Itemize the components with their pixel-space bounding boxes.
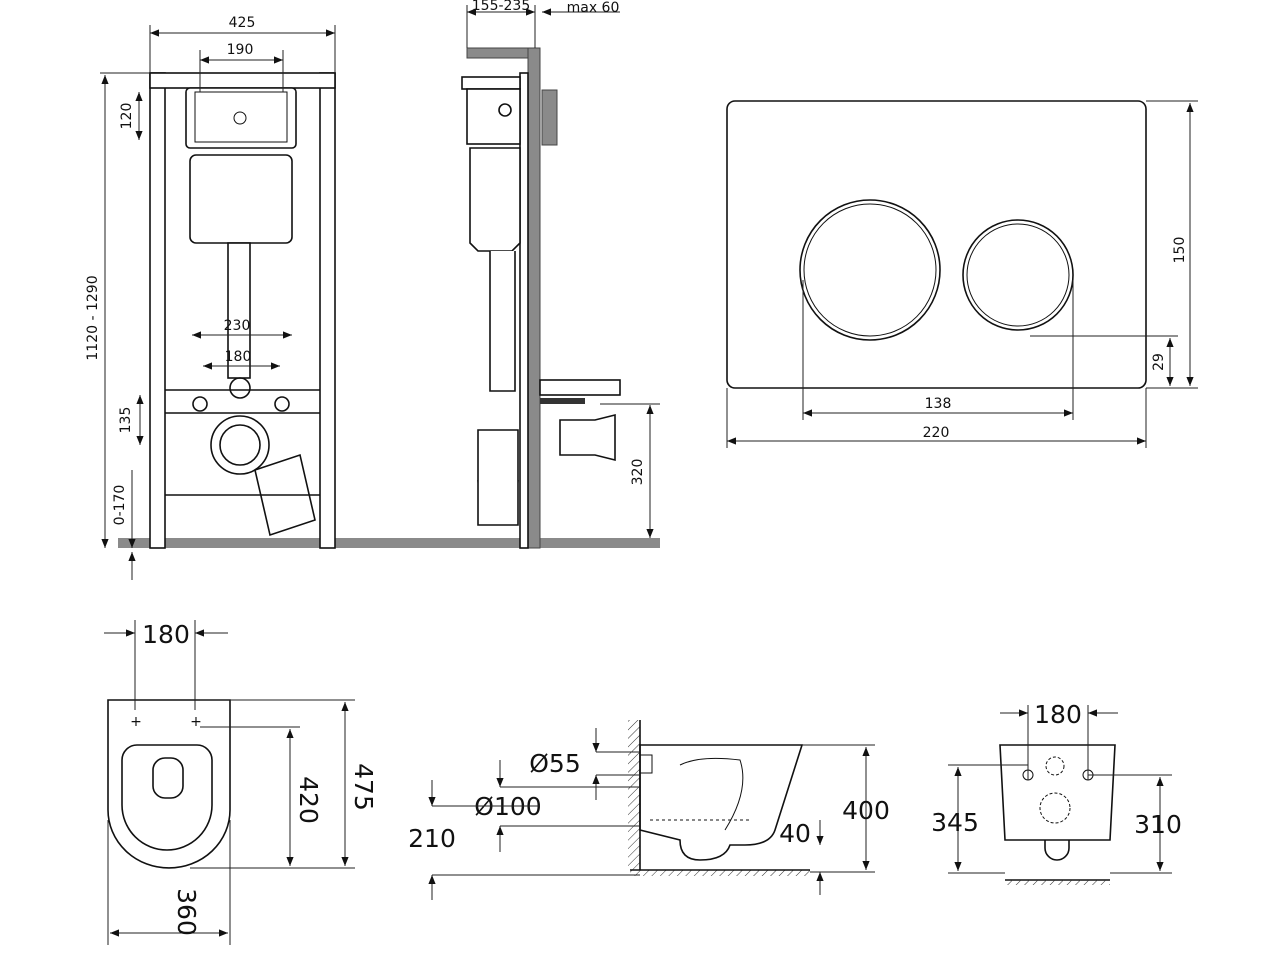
svg-text:+: + bbox=[130, 714, 142, 730]
dim-inlet: Ø55 bbox=[529, 749, 581, 778]
bowl-side-view: Ø55 Ø100 210 400 40 bbox=[408, 720, 890, 900]
cistern bbox=[189, 154, 293, 244]
dim-0-170: 0-170 bbox=[112, 485, 128, 526]
dim-310: 310 bbox=[1134, 810, 1182, 839]
flush-plate: 150 29 138 220 bbox=[726, 100, 1198, 448]
small-flush-button bbox=[962, 219, 1074, 331]
dim-420: 420 bbox=[294, 776, 323, 824]
frame-side-view: 155-235 max 60 320 bbox=[461, 0, 660, 549]
frame-front-view: 425 190 120 1120 - 1290 230 180 135 0-17… bbox=[85, 15, 660, 580]
dim-475: 475 bbox=[349, 763, 378, 811]
dim-29: 29 bbox=[1151, 353, 1167, 371]
bowl-top-view: + + 180 475 420 360 bbox=[104, 620, 378, 945]
dim-panel-height: 120 bbox=[119, 103, 135, 130]
dim-320: 320 bbox=[630, 459, 646, 486]
dim-138: 138 bbox=[925, 396, 952, 412]
dim-180: 180 bbox=[225, 349, 252, 365]
dim-135: 135 bbox=[118, 407, 134, 434]
dim-height: 1120 - 1290 bbox=[85, 275, 101, 360]
dim-panel-width: 190 bbox=[227, 42, 254, 58]
dim-345: 345 bbox=[931, 808, 979, 837]
dim-230: 230 bbox=[224, 318, 251, 334]
dim-150: 150 bbox=[1172, 237, 1188, 264]
dim-400: 400 bbox=[842, 796, 890, 825]
dim-depth: 155-235 bbox=[472, 0, 531, 14]
flush-panel bbox=[185, 87, 297, 149]
dim-width: 425 bbox=[229, 15, 256, 31]
dim-360: 360 bbox=[172, 888, 201, 936]
bowl-front-view: 180 345 310 bbox=[931, 700, 1182, 885]
dim-wall: max 60 bbox=[567, 0, 620, 16]
dim-220: 220 bbox=[923, 425, 950, 441]
large-flush-button bbox=[799, 199, 941, 341]
dim-210: 210 bbox=[408, 824, 456, 853]
dim-40: 40 bbox=[779, 819, 811, 848]
dim-bolt-spacing: 180 bbox=[142, 620, 190, 649]
svg-text:+: + bbox=[190, 714, 202, 730]
dim-front-bolt-spacing: 180 bbox=[1034, 700, 1082, 729]
floor bbox=[118, 538, 660, 548]
